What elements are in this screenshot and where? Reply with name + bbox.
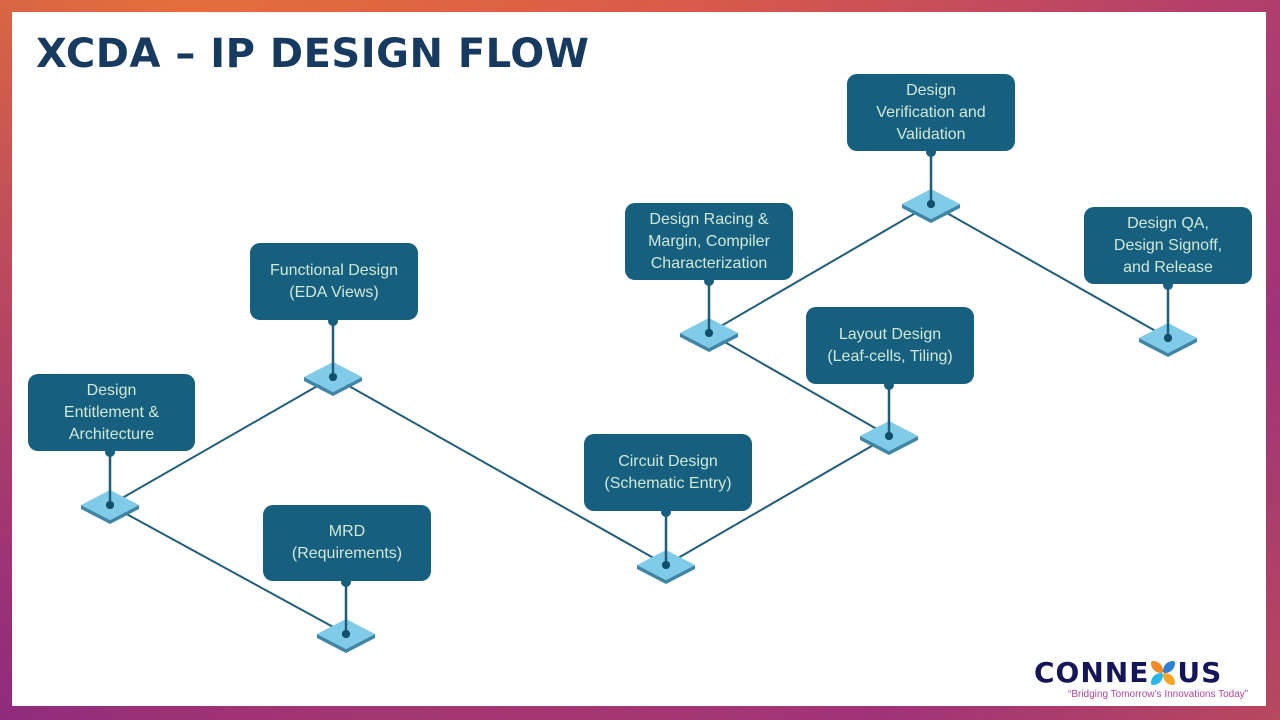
connector-entitlement-functional: [109, 376, 334, 506]
diamond-edge-mrd: [317, 634, 375, 653]
diamond-edge-layout: [860, 436, 918, 455]
node-functional-design[interactable]: Functional Design (EDA Views): [250, 243, 418, 320]
connector-circuit-layout: [665, 435, 890, 566]
diamond-edge-verification: [902, 204, 960, 223]
connector-entitlement-mrd: [109, 504, 347, 635]
connector-lines: [109, 203, 1169, 635]
node-mrd[interactable]: MRD (Requirements): [263, 505, 431, 581]
logo-tagline: “Bridging Tomorrow’s Innovations Today”: [1068, 689, 1249, 700]
pinwheel-icon: [1150, 660, 1176, 686]
node-design-racing[interactable]: Design Racing & Margin, Compiler Charact…: [625, 203, 793, 280]
milestone-dot-functional: [329, 373, 337, 381]
node-design-entitlement[interactable]: Design Entitlement & Architecture: [28, 374, 195, 451]
node-layout-design[interactable]: Layout Design (Leaf-cells, Tiling): [806, 307, 974, 384]
logo-wordmark: CONNE US: [1034, 656, 1222, 690]
logo-word-right: US: [1177, 656, 1223, 689]
slide-title: XCDA – IP DESIGN FLOW: [36, 31, 590, 77]
node-design-qa[interactable]: Design QA, Design Signoff, and Release: [1084, 207, 1252, 284]
diamond-edge-circuit: [637, 565, 695, 584]
milestone-dot-layout: [885, 432, 893, 440]
connector-layout-racing: [708, 332, 890, 437]
diamond-edge-racing: [680, 333, 738, 352]
connexus-logo: CONNE US “Bridging Tomorrow’s Innovation…: [1034, 656, 1254, 706]
node-design-verification[interactable]: Design Verification and Validation: [847, 74, 1015, 151]
milestone-dot-circuit: [662, 561, 670, 569]
diamond-edge-functional: [304, 377, 362, 396]
milestone-dot-qa: [1164, 334, 1172, 342]
milestone-dot-entitlement: [106, 501, 114, 509]
diamond-edge-qa: [1139, 338, 1197, 357]
logo-word-left: CONNE: [1034, 656, 1150, 689]
node-circuit-design[interactable]: Circuit Design (Schematic Entry): [584, 434, 752, 511]
milestone-dot-racing: [705, 329, 713, 337]
milestone-dot-verification: [927, 200, 935, 208]
connector-racing-verification: [708, 203, 932, 334]
connector-functional-circuit: [332, 376, 667, 566]
milestone-dot-mrd: [342, 630, 350, 638]
slide-panel: [12, 12, 1266, 706]
diamond-edge-entitlement: [81, 505, 139, 524]
connector-verification-qa: [930, 203, 1169, 339]
